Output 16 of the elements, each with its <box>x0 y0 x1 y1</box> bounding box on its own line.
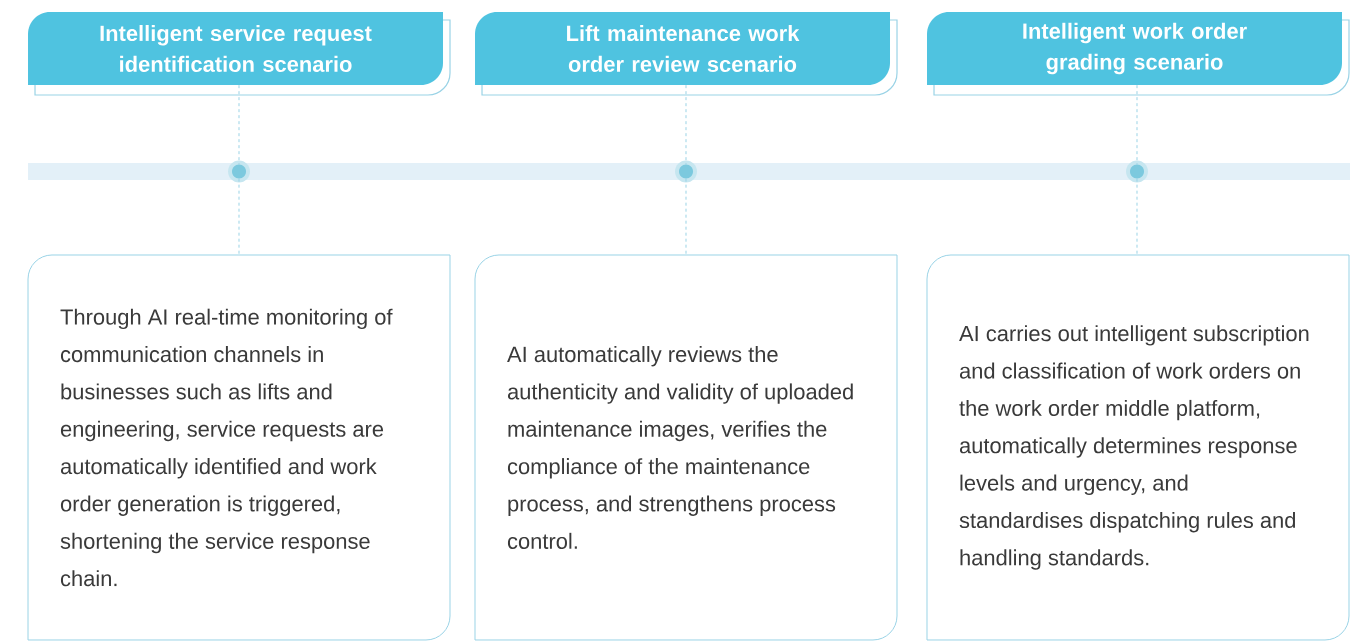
timeline-dot <box>675 160 697 183</box>
connector-line <box>685 178 687 256</box>
timeline-band <box>28 163 1350 180</box>
description-card: AI carries out intelligent subscription and classification of work orders on the work order middle platform, automatically determines response levels and urgency, and standardises dispatching rules and handling standards. <box>926 254 1350 641</box>
timeline-dot <box>228 160 250 183</box>
connector-line <box>685 84 687 165</box>
scenario-tab: Lift maintenance work order review scenario <box>475 12 898 96</box>
description-card: AI automatically reviews the authenticity and validity of uploaded maintenance images, verifies the compliance of the maintenance process, and strengthens process control. <box>474 254 898 641</box>
timeline-dot <box>1126 160 1148 183</box>
description-card: Through AI real-time monitoring of communication channels in businesses such as lifts and engineering, service requests are automatically identified and work order generation is triggered, shortening the service response chain. <box>27 254 451 641</box>
scenario-tab: Intelligent service request identification scenario <box>28 12 451 96</box>
connector-line <box>238 84 240 165</box>
scenario-tab: Intelligent work order grading scenario <box>927 12 1350 96</box>
connector-line <box>1136 84 1138 165</box>
connector-line <box>1136 178 1138 256</box>
connector-line <box>238 178 240 256</box>
